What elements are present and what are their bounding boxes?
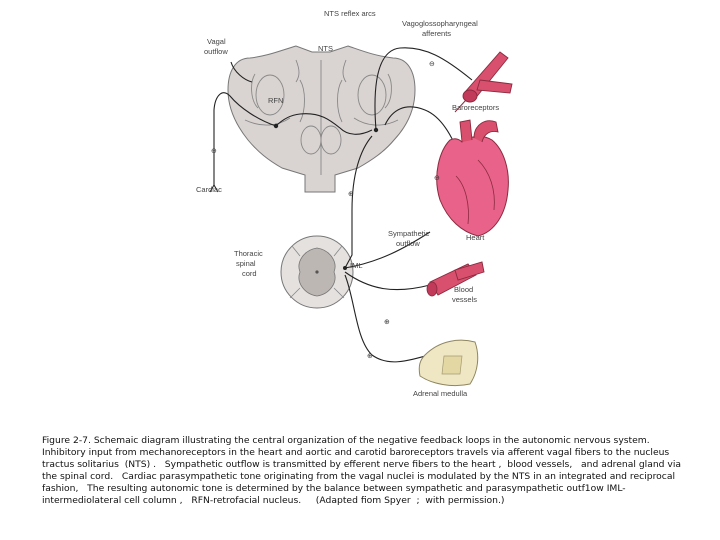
label-vagal-afferents-2: afferents: [422, 29, 451, 38]
label-iml: IML: [350, 261, 363, 270]
label-adrenal-medulla: Adrenal medulla: [413, 389, 468, 398]
heart: [437, 120, 509, 236]
label-thoracic: Thoracic: [234, 249, 263, 258]
label-vagal-afferents: Vagoglossopharyngeal: [402, 19, 478, 28]
label-nts: NTS: [318, 44, 333, 53]
label-thoracic-3: cord: [242, 269, 257, 278]
label-vagal-outflow: Vagal: [207, 37, 226, 46]
adrenal-medulla: [419, 340, 477, 385]
label-thoracic-2: spinal: [236, 259, 256, 268]
plus-sign-vessels: ⊕: [384, 318, 390, 326]
label-sympathetic-outflow: Sympathetic: [388, 229, 430, 238]
brainstem-section: [228, 46, 415, 192]
minus-sign-heart: ⊖: [434, 174, 440, 182]
minus-sign-afferent: ⊖: [429, 60, 435, 68]
label-baroreceptors: Baroreceptors: [452, 103, 499, 112]
plus-sign-descending: ⊕: [348, 190, 354, 198]
label-vagal-outflow-2: outflow: [204, 47, 228, 56]
label-nts-reflex-arcs: NTS reflex arcs: [324, 9, 376, 18]
label-heart: Heart: [466, 233, 485, 242]
label-blood-vessels-2: vessels: [452, 295, 477, 304]
label-cardiac: Cardiac: [196, 185, 222, 194]
autonomic-reflex-diagram: NTS reflex arcs Vagoglossopharyngeal aff…: [0, 0, 720, 430]
spinal-cord-section: [281, 236, 353, 308]
minus-sign-cardiac: ⊖: [211, 147, 217, 155]
label-sympathetic-outflow-2: outflow: [396, 239, 420, 248]
figure-caption: Figure 2-7. Schemaic diagram illustratin…: [42, 435, 682, 508]
label-rfn: RFN: [268, 96, 283, 105]
label-blood-vessels: Blood: [454, 285, 473, 294]
plus-sign-adrenal: ⊕: [367, 352, 373, 360]
